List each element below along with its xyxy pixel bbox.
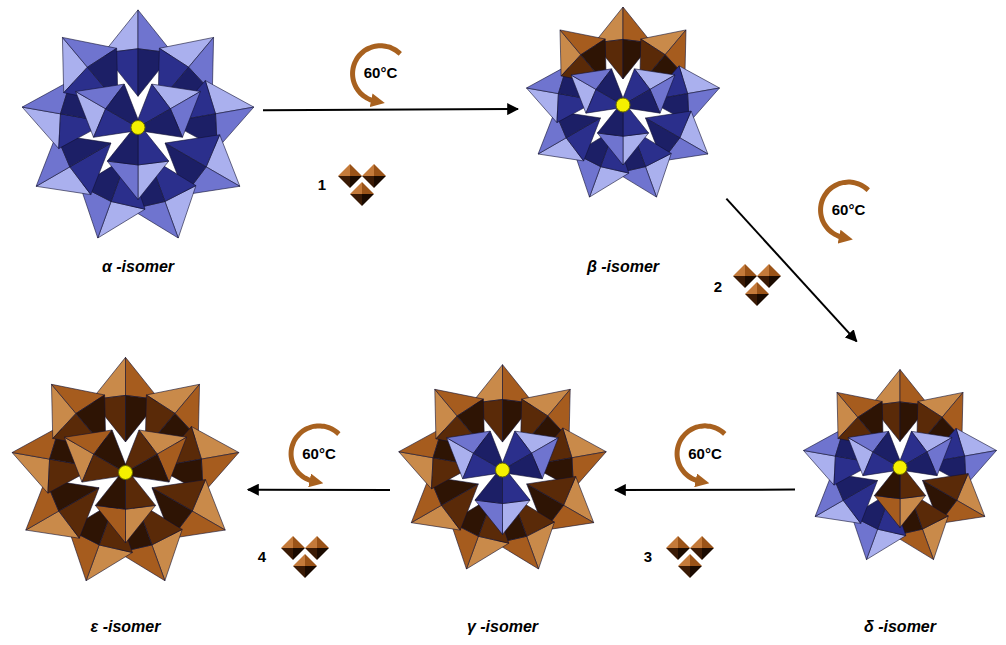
triad-icon — [338, 164, 386, 206]
octahedron-face — [107, 161, 138, 199]
reaction-arrow — [726, 199, 856, 342]
isomer-structure: β -isomer — [523, 5, 723, 205]
isomer-label: δ -isomer — [864, 618, 936, 636]
octahedron-face — [138, 161, 169, 199]
keggin-cluster — [12, 357, 239, 580]
octahedron-face — [874, 496, 900, 528]
callout-number: 3 — [644, 549, 652, 566]
isomer-structure: ε -isomer — [8, 350, 243, 595]
heating-curl-arrow — [677, 426, 725, 482]
polyhedron-drawing — [800, 345, 1000, 590]
temperature-label: 60°C — [364, 65, 398, 82]
isomer-structure: γ -isomer — [395, 345, 610, 595]
octahedron-face — [475, 500, 503, 534]
keggin-cluster — [399, 365, 606, 569]
callout-number: 2 — [714, 279, 722, 296]
isomer-label: γ -isomer — [467, 618, 538, 636]
keggin-cluster — [803, 370, 996, 560]
keggin-cluster — [526, 7, 719, 197]
octahedron-face — [526, 88, 558, 123]
central-atom — [496, 463, 510, 477]
reaction-arrow — [248, 489, 390, 491]
temperature-label: 60°C — [832, 202, 866, 219]
temperature-label: 60°C — [302, 446, 336, 463]
octahedron-face — [95, 505, 125, 543]
central-atom — [616, 98, 630, 112]
callout-number: 4 — [258, 549, 266, 566]
isomer-structure: α -isomer — [18, 5, 258, 250]
octahedron-face — [623, 133, 649, 165]
central-atom — [131, 121, 145, 135]
polyhedron-drawing — [8, 350, 243, 595]
triad-icon — [733, 264, 781, 306]
temperature-label: 60°C — [688, 446, 722, 463]
octahedron-face — [597, 133, 623, 165]
isomer-label: ε -isomer — [91, 618, 161, 636]
octahedron-face — [12, 453, 49, 494]
octahedron-face — [22, 107, 60, 149]
triad-icon — [281, 536, 329, 578]
reaction-arrow — [263, 109, 518, 110]
keggin-cluster — [22, 10, 254, 238]
octahedron-face — [399, 452, 433, 489]
polyhedron-drawing — [523, 5, 723, 205]
triad-icon — [666, 536, 714, 578]
octahedron-face — [126, 505, 156, 543]
heating-curl-arrow — [821, 182, 869, 238]
polyhedron-drawing — [395, 345, 610, 595]
polyhedron-drawing — [18, 5, 258, 250]
heating-curl-arrow — [353, 46, 401, 102]
isomer-structure: δ -isomer — [800, 345, 1000, 590]
isomer-label: β -isomer — [587, 258, 659, 276]
central-atom — [119, 466, 133, 480]
isomer-label: α -isomer — [102, 258, 174, 276]
central-atom — [893, 461, 907, 475]
reaction-arrow — [615, 489, 795, 491]
octahedron-face — [503, 500, 531, 534]
octahedron-face — [803, 450, 835, 485]
callout-number: 1 — [318, 177, 326, 194]
octahedron-face — [900, 496, 926, 528]
heating-curl-arrow — [291, 426, 339, 482]
